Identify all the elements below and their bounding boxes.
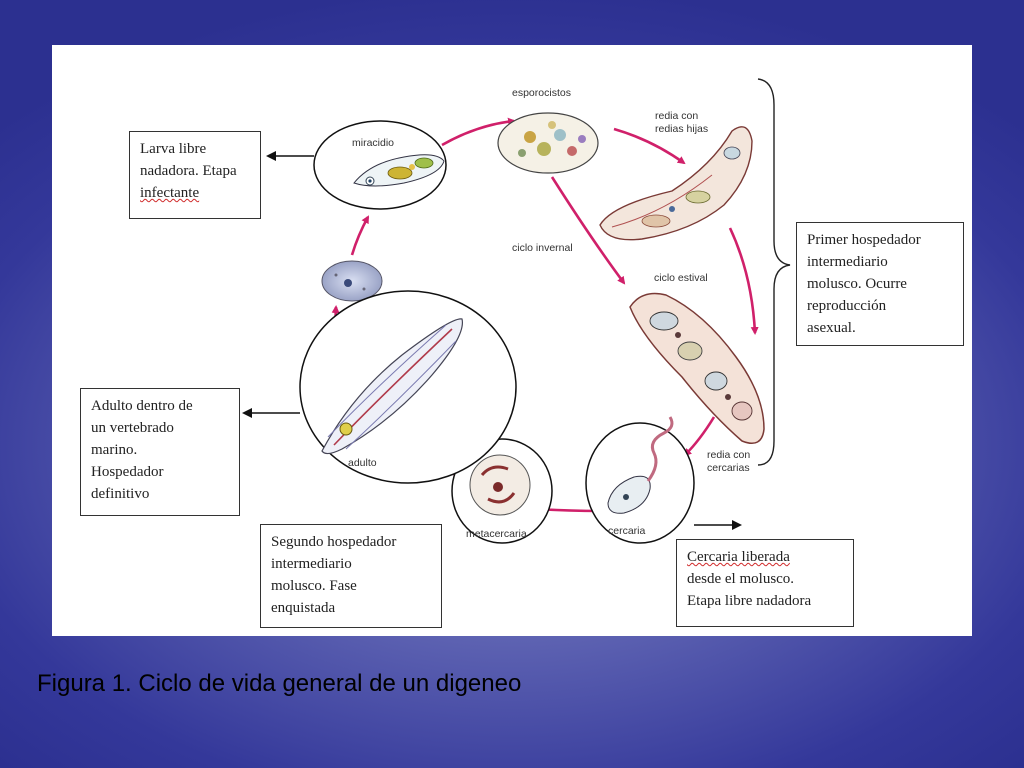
label-adulto: adulto [348, 457, 377, 469]
metacercaria-stage: metacercaria [451, 438, 553, 544]
esporocistos-stage: esporocistos [497, 87, 599, 174]
arrow-to-redia-cercarias [683, 416, 716, 457]
label-metacercaria: metacercaria [466, 528, 527, 540]
note-adulto: Adulto dentro de un vertebrado marino. H… [80, 388, 240, 516]
note-segundo-line1: Segundo hospedador [271, 534, 397, 550]
note-segundo-hospedador: Segundo hospedador intermediario molusco… [260, 524, 442, 628]
redia-hijas-stage: redia con redias hijas [599, 110, 753, 241]
arrow-esporocistos-to-redia [613, 127, 686, 165]
note-adulto-line3: marino. [91, 442, 138, 458]
cercaria-stage: cercaria [585, 416, 695, 544]
arrow-redia-to-ciclo-estival [728, 227, 759, 335]
note-adulto-line1: Adulto dentro de [91, 398, 193, 414]
arrow-huevo-to-miracidio [350, 215, 370, 256]
note-cercaria: Cercaria liberada desde el molusco. Etap… [676, 539, 854, 627]
label-redia-hijas-1: redia con [655, 110, 698, 122]
note-adulto-line5: definitivo [91, 486, 150, 502]
label-miracidio: miracidio [352, 137, 394, 149]
label-cercaria: cercaria [608, 525, 646, 537]
adulto-stage: adulto [299, 290, 517, 484]
arrow-miracidio-to-esporocistos [441, 117, 516, 147]
miracidio-stage: miracidio [313, 120, 447, 210]
note-cercaria-line3: Etapa libre nadadora [687, 593, 812, 609]
pointer-arrows [242, 151, 742, 530]
arrow-ciclo-invernal [550, 176, 626, 285]
note-primer-line5: asexual. [807, 320, 856, 336]
label-redia-hijas-2: redias hijas [655, 123, 708, 135]
note-segundo-line4: enquistada [271, 600, 336, 616]
note-adulto-line4: Hospedador [91, 464, 164, 480]
note-segundo-line3: molusco. Fase [271, 578, 357, 594]
note-primer-hospedador: Primer hospedador intermediario molusco.… [796, 222, 964, 346]
note-cercaria-line1: Cercaria liberada [687, 549, 790, 565]
note-primer-line2: intermediario [807, 254, 888, 270]
label-redia-cercarias-1: redia con [707, 449, 750, 461]
note-larva-line3: infectante [140, 185, 200, 201]
label-esporocistos: esporocistos [512, 87, 571, 99]
label-ciclo-invernal: ciclo invernal [512, 242, 573, 254]
note-primer-line1: Primer hospedador [807, 232, 921, 248]
note-segundo-line2: intermediario [271, 556, 352, 572]
redia-estival-stage [629, 292, 765, 444]
figure-caption: Figura 1. Ciclo de vida general de un di… [37, 670, 522, 697]
label-ciclo-estival: ciclo estival [654, 272, 708, 284]
note-larva-line2: nadadora. Etapa [140, 163, 237, 179]
life-cycle-diagram: miracidio esporocistos redia con redias … [242, 78, 791, 544]
host-bracket [757, 78, 791, 466]
note-cercaria-line2: desde el molusco. [687, 571, 795, 587]
note-larva-line1: Larva libre [140, 141, 207, 157]
note-primer-line3: molusco. Ocurre [807, 276, 907, 292]
note-primer-line4: reproducción [807, 298, 887, 314]
note-larva: Larva libre nadadora. Etapa infectante [129, 131, 261, 219]
label-redia-cercarias-2: cercarias [707, 462, 750, 474]
diagram-panel: miracidio esporocistos redia con redias … [52, 45, 972, 636]
note-adulto-line2: un vertebrado [91, 420, 174, 436]
